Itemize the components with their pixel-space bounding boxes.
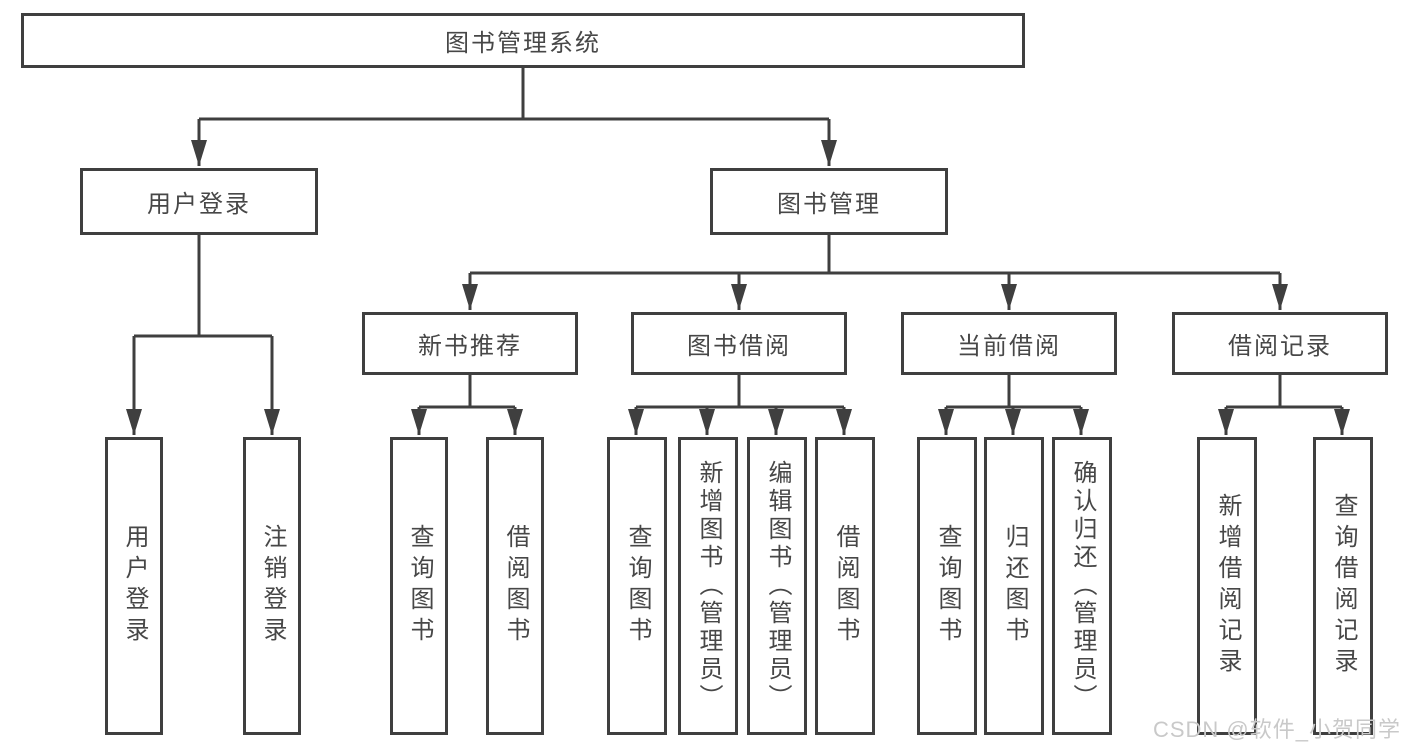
connector-book-borrow-elbow xyxy=(636,373,844,409)
connector-user-login-elbow xyxy=(134,233,272,338)
node-leaf-borrow-books-recommend-label: 借阅图书 xyxy=(502,524,529,648)
node-leaf-add-borrow-record-label: 新增借阅记录 xyxy=(1214,493,1241,679)
node-leaf-query-books-recommend: 查询图书 xyxy=(390,437,448,735)
node-leaf-confirm-return-admin: 确认归还（管理员） xyxy=(1052,437,1112,735)
node-borrow-records: 借阅记录 xyxy=(1172,312,1388,375)
node-new-book-recommend-label: 新书推荐 xyxy=(418,333,522,360)
node-leaf-return-books-label: 归还图书 xyxy=(1001,524,1028,648)
node-leaf-add-book-admin: 新增图书（管理员） xyxy=(678,437,738,735)
node-leaf-query-books-current: 查询图书 xyxy=(917,437,977,735)
node-leaf-query-books-current-label: 查询图书 xyxy=(934,524,961,648)
node-leaf-query-borrow-record-label: 查询借阅记录 xyxy=(1330,493,1357,679)
node-leaf-query-books-recommend-label: 查询图书 xyxy=(406,524,433,648)
node-leaf-query-books-borrow-label: 查询图书 xyxy=(624,524,651,648)
node-leaf-borrow-books-recommend: 借阅图书 xyxy=(486,437,544,735)
connector-borrow-records-elbow xyxy=(1226,373,1342,409)
node-leaf-edit-book-admin-label: 编辑图书（管理员） xyxy=(764,460,791,712)
connector-book-management-elbow xyxy=(470,233,1280,275)
node-current-borrow: 当前借阅 xyxy=(901,312,1117,375)
node-leaf-edit-book-admin: 编辑图书（管理员） xyxy=(747,437,807,735)
node-book-management: 图书管理 xyxy=(710,168,948,235)
node-leaf-borrow-books-borrow-label: 借阅图书 xyxy=(832,524,859,648)
node-book-borrow: 图书借阅 xyxy=(631,312,847,375)
node-leaf-user-login-label: 用户登录 xyxy=(121,524,148,648)
node-borrow-records-label: 借阅记录 xyxy=(1228,333,1332,360)
node-leaf-add-borrow-record: 新增借阅记录 xyxy=(1197,437,1257,735)
node-leaf-user-login: 用户登录 xyxy=(105,437,163,735)
node-leaf-query-books-borrow: 查询图书 xyxy=(607,437,667,735)
node-leaf-logout-label: 注销登录 xyxy=(259,524,286,648)
node-book-management-label: 图书管理 xyxy=(777,191,881,218)
connector-new-book-recommend-elbow xyxy=(419,373,515,409)
node-new-book-recommend: 新书推荐 xyxy=(362,312,578,375)
node-leaf-query-borrow-record: 查询借阅记录 xyxy=(1313,437,1373,735)
connector-root-elbow xyxy=(199,66,829,121)
node-user-login: 用户登录 xyxy=(80,168,318,235)
node-current-borrow-label: 当前借阅 xyxy=(957,333,1061,360)
node-leaf-logout: 注销登录 xyxy=(243,437,301,735)
node-book-borrow-label: 图书借阅 xyxy=(687,333,791,360)
node-root-label: 图书管理系统 xyxy=(445,30,601,57)
node-leaf-add-book-admin-label: 新增图书（管理员） xyxy=(695,460,722,712)
node-root: 图书管理系统 xyxy=(21,13,1025,68)
node-leaf-return-books: 归还图书 xyxy=(984,437,1044,735)
node-leaf-confirm-return-admin-label: 确认归还（管理员） xyxy=(1069,460,1096,712)
node-leaf-borrow-books-borrow: 借阅图书 xyxy=(815,437,875,735)
node-user-login-label: 用户登录 xyxy=(147,191,251,218)
watermark: CSDN @软件_小贺同学 xyxy=(1152,717,1401,742)
connector-current-borrow-elbow xyxy=(946,373,1081,409)
